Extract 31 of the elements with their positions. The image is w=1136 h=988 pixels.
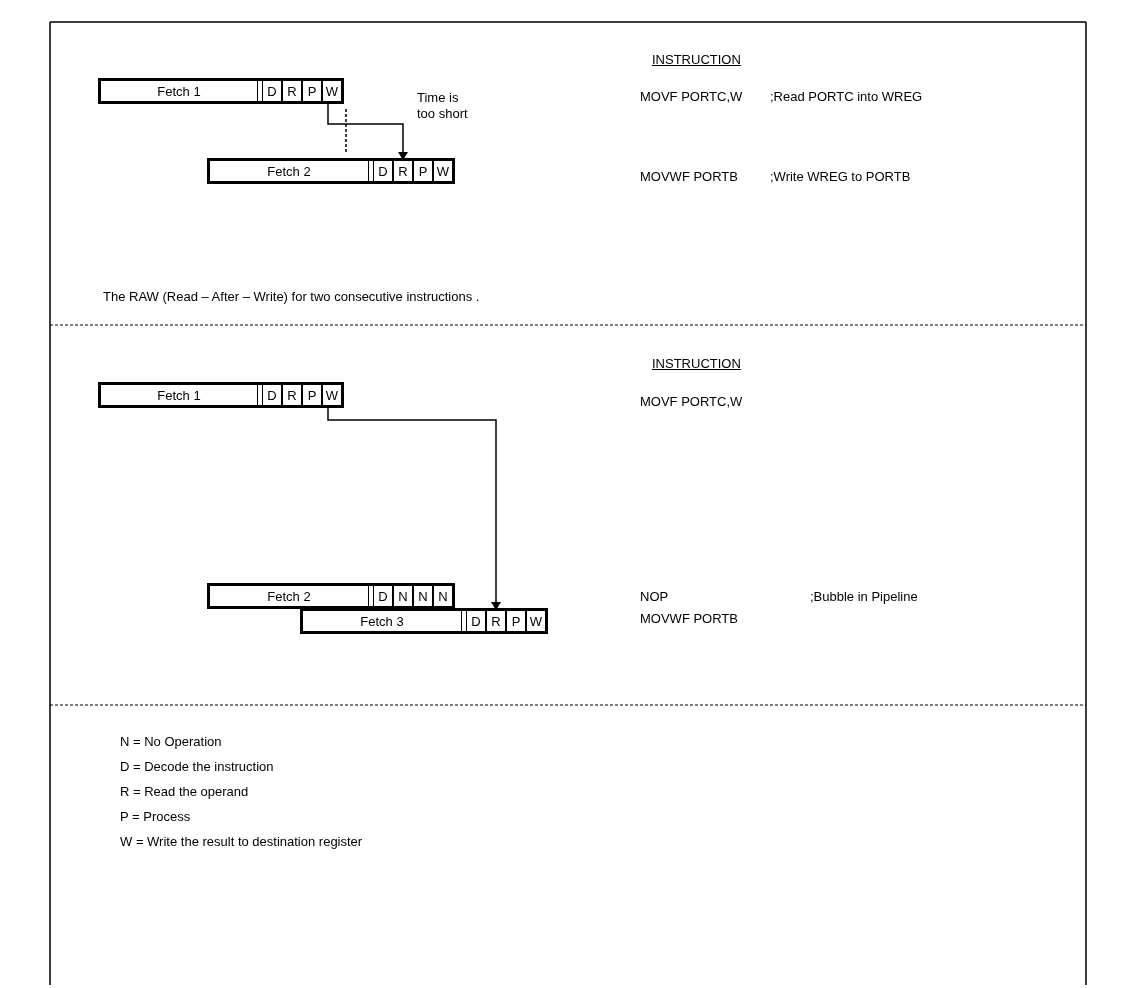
- key-entry: D = Decode the instruction: [120, 759, 274, 775]
- pipeline-stage-box: P: [506, 610, 526, 632]
- instruction-text: ;Bubble in Pipeline: [810, 589, 918, 605]
- key-entry: N = No Operation: [120, 734, 222, 750]
- column-heading: INSTRUCTION: [652, 356, 741, 372]
- pipeline-stage-box: P: [302, 80, 322, 102]
- instruction-text: MOVWF PORTB: [640, 611, 738, 627]
- pipeline-stage-box: R: [282, 384, 302, 406]
- instruction-text: ;Read PORTC into WREG: [770, 89, 923, 105]
- pipeline-stage-box: N: [393, 585, 413, 607]
- pipeline-stage-box: N: [413, 585, 433, 607]
- instruction-text: MOVF PORTC,W: [640, 89, 743, 105]
- pipeline-stage-box: D: [262, 384, 282, 406]
- instruction-text: MOVF PORTC,W: [640, 394, 743, 410]
- instruction-text: ;Write WREG to PORTB: [770, 169, 911, 185]
- pipeline-stage-box: D: [262, 80, 282, 102]
- key-entry: W = Write the result to destination register: [120, 834, 363, 850]
- pipeline-stage-box: P: [413, 160, 433, 182]
- pipeline-stage-box: R: [486, 610, 506, 632]
- pipeline-stage-box: P: [302, 384, 322, 406]
- pipeline-stage-box: R: [282, 80, 302, 102]
- key-entry: R = Read the operand: [120, 784, 249, 800]
- pipeline-stage-box: D: [373, 585, 393, 607]
- instruction-text: MOVWF PORTB: [640, 169, 738, 185]
- pipeline-stage-box: R: [393, 160, 413, 182]
- instruction-text: NOP: [640, 589, 669, 605]
- caption-text: The RAW (Read – After – Write) for two consecutive instructions .: [103, 289, 480, 305]
- pipeline-stage-box: D: [466, 610, 486, 632]
- column-heading: INSTRUCTION: [652, 52, 741, 68]
- pipeline-stage-box: D: [373, 160, 393, 182]
- key-entry: P = Process: [120, 809, 191, 825]
